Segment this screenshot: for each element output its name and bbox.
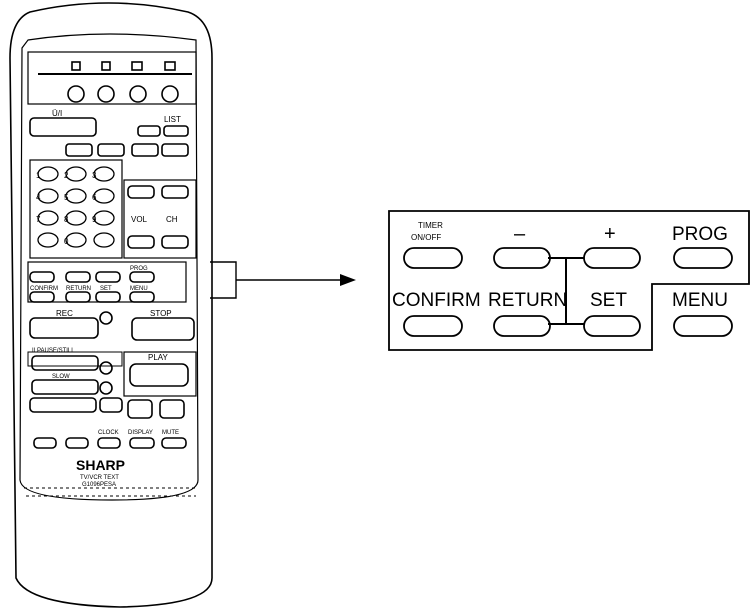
confirm-label-small: CONFIRM xyxy=(30,286,58,292)
digit-8: 8 xyxy=(64,215,69,224)
vol-up-button xyxy=(127,185,155,199)
display-label: DISPLAY xyxy=(128,430,153,436)
menu-button xyxy=(673,315,733,337)
text-icon xyxy=(131,61,143,71)
timer-on-off-button xyxy=(403,247,463,269)
menu-label-small: MENU xyxy=(130,286,148,292)
digit-4: 4 xyxy=(36,193,41,202)
return-label: RETURN xyxy=(488,290,567,311)
minus-label: – xyxy=(514,223,526,245)
rew-button xyxy=(127,399,153,419)
panel-labels: TIMER ON/OFF – + PROG CONFIRM RETURN SET… xyxy=(392,221,728,311)
round-button-3 xyxy=(129,85,147,103)
plus-label: + xyxy=(604,223,616,245)
confirm-label: CONFIRM xyxy=(392,290,481,311)
mute-label: MUTE xyxy=(162,430,179,436)
vcr-icon xyxy=(101,61,111,71)
panel-outline xyxy=(388,210,750,351)
top-key-box xyxy=(27,51,197,105)
list-label: LIST xyxy=(164,115,181,124)
digit-1: 1 xyxy=(36,171,41,180)
model-line-2: G1096PESA xyxy=(82,482,116,488)
list-button xyxy=(163,125,189,137)
brand-logo: SHARP xyxy=(76,457,125,473)
play-label: PLAY xyxy=(148,353,169,362)
number-pad-box xyxy=(29,159,123,259)
ch-up-button xyxy=(161,185,189,199)
digit-6: 6 xyxy=(92,193,97,202)
round-button-4 xyxy=(161,85,179,103)
remote-front-panel xyxy=(19,33,199,501)
timer-label-line2: ON/OFF xyxy=(411,233,441,242)
bracket xyxy=(210,261,237,299)
rec-button xyxy=(29,317,99,339)
enlarged-panel xyxy=(388,210,750,351)
slow-button xyxy=(31,379,99,395)
digit-0: 0 xyxy=(64,237,69,246)
set-label-small: SET xyxy=(100,286,112,292)
menu-label: MENU xyxy=(672,290,728,311)
power-button xyxy=(29,117,97,137)
ch-label: CH xyxy=(166,215,178,224)
minus-button xyxy=(493,247,551,269)
slow-label: SLOW xyxy=(52,374,70,380)
stop-button xyxy=(131,317,195,341)
timer-label-line1: TIMER xyxy=(418,221,443,230)
play-box xyxy=(123,351,197,397)
prog-button xyxy=(673,247,733,269)
rec-label: REC xyxy=(56,309,73,318)
set-label: SET xyxy=(590,290,627,311)
mix-icon xyxy=(164,61,176,71)
ff-button xyxy=(159,399,185,419)
round-button-1 xyxy=(67,85,85,103)
plus-button xyxy=(583,247,641,269)
pause-still-label: II PAUSE/STILL xyxy=(32,348,75,354)
model-line-1: TV/VCR TEXT xyxy=(80,475,119,481)
round-button-2 xyxy=(97,85,115,103)
remote-body xyxy=(9,2,213,608)
confirm-button xyxy=(403,315,463,337)
return-label-small: RETURN xyxy=(66,286,91,292)
callout-connector xyxy=(210,261,356,299)
digit-7: 7 xyxy=(36,215,41,224)
clock-label: CLOCK xyxy=(98,430,119,436)
digit-2: 2 xyxy=(64,171,69,180)
clock-button xyxy=(97,437,121,449)
prog-label-small: PROG xyxy=(130,266,148,272)
digit-5: 5 xyxy=(64,193,69,202)
play-button xyxy=(129,363,189,387)
return-button xyxy=(493,315,551,337)
ts-button xyxy=(137,125,161,137)
power-label: Ü/I xyxy=(52,109,62,118)
ch-down-button xyxy=(161,235,189,249)
mute-button xyxy=(161,437,187,449)
vol-ch-box xyxy=(123,179,197,259)
display-button xyxy=(129,437,155,449)
set-button xyxy=(583,315,641,337)
remote-control xyxy=(9,2,213,608)
vol-down-button xyxy=(127,235,155,249)
prog-label: PROG xyxy=(672,224,728,245)
pause-still-button xyxy=(31,355,99,371)
tv-icon xyxy=(71,61,81,71)
digit-9: 9 xyxy=(92,215,97,224)
vol-label: VOL xyxy=(131,215,148,224)
digit-3: 3 xyxy=(92,171,97,180)
arrow-head xyxy=(340,274,356,286)
stop-label: STOP xyxy=(150,309,172,318)
small-round-button xyxy=(99,311,113,325)
remote-labels: Ü/I LIST 1 2 3 4 5 6 7 8 9 0 VOL CH PROG… xyxy=(30,109,181,488)
